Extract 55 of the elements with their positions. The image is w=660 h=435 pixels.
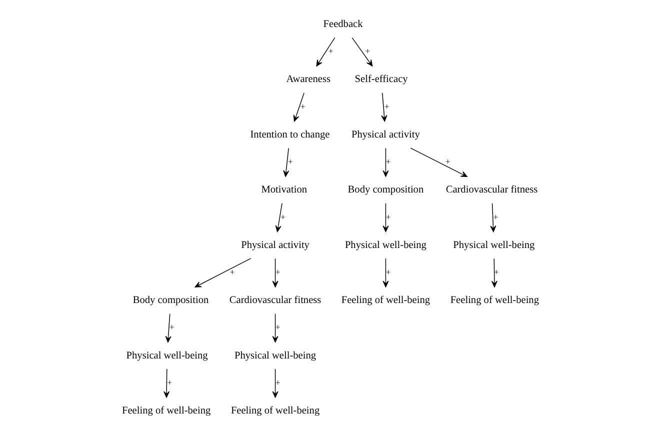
edge-label: + (385, 267, 390, 277)
arrow (316, 37, 335, 66)
edge-label: + (444, 156, 450, 167)
arrow (410, 148, 467, 177)
node-text: Physical activity (351, 129, 420, 140)
edge-label: + (280, 212, 286, 222)
edge-label: + (274, 322, 280, 332)
node-text: Feedback (322, 18, 362, 30)
edge-label: + (364, 46, 370, 56)
edge-label: + (385, 156, 390, 167)
node-text: Physical activity (240, 240, 309, 251)
edge-label: + (166, 377, 172, 388)
edge-label: + (287, 156, 292, 167)
arrow (163, 368, 170, 398)
arrow (380, 92, 387, 122)
arrow (272, 313, 278, 343)
arrow (274, 203, 282, 232)
edge-label: + (229, 267, 234, 277)
arrow (164, 313, 171, 343)
node-text: Awareness (286, 74, 330, 86)
node-text: Physical well-being (452, 240, 534, 251)
node-text: Self-efficacy (354, 74, 408, 86)
arrow (490, 258, 497, 288)
edge-label: + (328, 46, 333, 56)
node-text: Feeling of well-being (340, 295, 430, 306)
node-text: Cardiovascular fitness (445, 184, 538, 196)
edge-label: + (300, 101, 305, 112)
arrow (292, 92, 304, 122)
arrow (194, 258, 251, 288)
arrow (382, 203, 388, 232)
node-text: Cardiovascular fitness (228, 295, 321, 306)
arrow (382, 258, 388, 288)
arrow (272, 258, 278, 288)
edge-label: + (492, 212, 498, 222)
edge-label: + (494, 267, 499, 277)
edge-label: + (385, 212, 390, 222)
arrow (490, 203, 496, 232)
edge-label: + (384, 101, 389, 112)
node-text: Feeling of well-being (122, 405, 210, 416)
node-text: Physical well-being (234, 350, 316, 362)
edge-label: + (274, 267, 280, 277)
edge-label: + (168, 322, 174, 332)
node-text: Body composition (347, 184, 424, 196)
arrow (382, 148, 388, 177)
node-text: Body composition (132, 295, 208, 306)
node-text: Motivation (260, 184, 306, 196)
node-text: Feeling of well-being (450, 295, 538, 306)
node-text: Physical well-being (126, 350, 208, 362)
edge-label: + (274, 377, 280, 388)
arrow (351, 37, 372, 66)
arrow (282, 148, 289, 177)
arrow (272, 368, 278, 398)
node-text: Physical well-being (344, 240, 426, 251)
node-text: Feeling of well-being (230, 405, 320, 416)
node-text: Intention to change (250, 129, 330, 140)
